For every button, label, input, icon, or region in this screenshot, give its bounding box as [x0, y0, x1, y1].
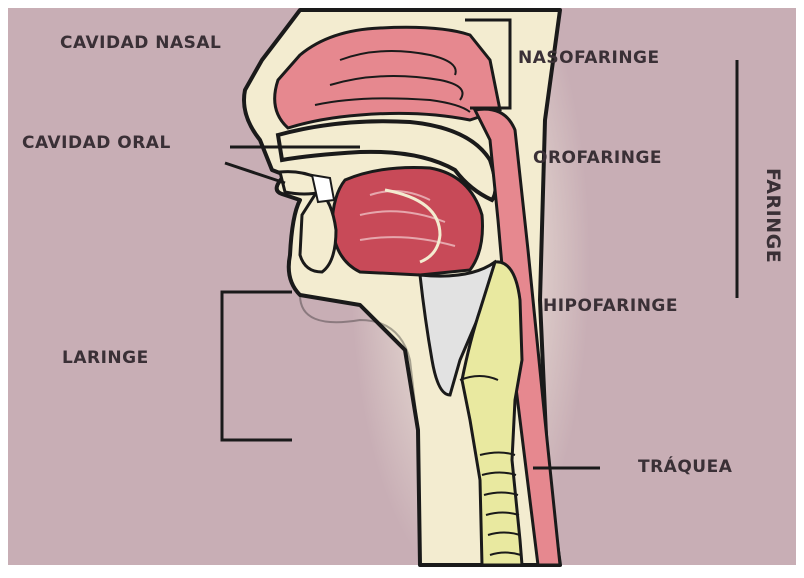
label-traquea: TRÁQUEA — [638, 457, 732, 477]
label-nasofaringe: NASOFARINGE — [518, 48, 660, 68]
tongue — [332, 168, 483, 276]
label-laringe: LARINGE — [62, 348, 149, 368]
label-orofaringe: OROFARINGE — [533, 148, 662, 168]
label-cavidad-nasal: CAVIDAD NASAL — [60, 33, 221, 53]
label-faringe: FARINGE — [762, 168, 784, 263]
label-cavidad-oral: CAVIDAD ORAL — [22, 133, 171, 153]
label-hipofaringe: HIPOFARINGE — [543, 296, 678, 316]
